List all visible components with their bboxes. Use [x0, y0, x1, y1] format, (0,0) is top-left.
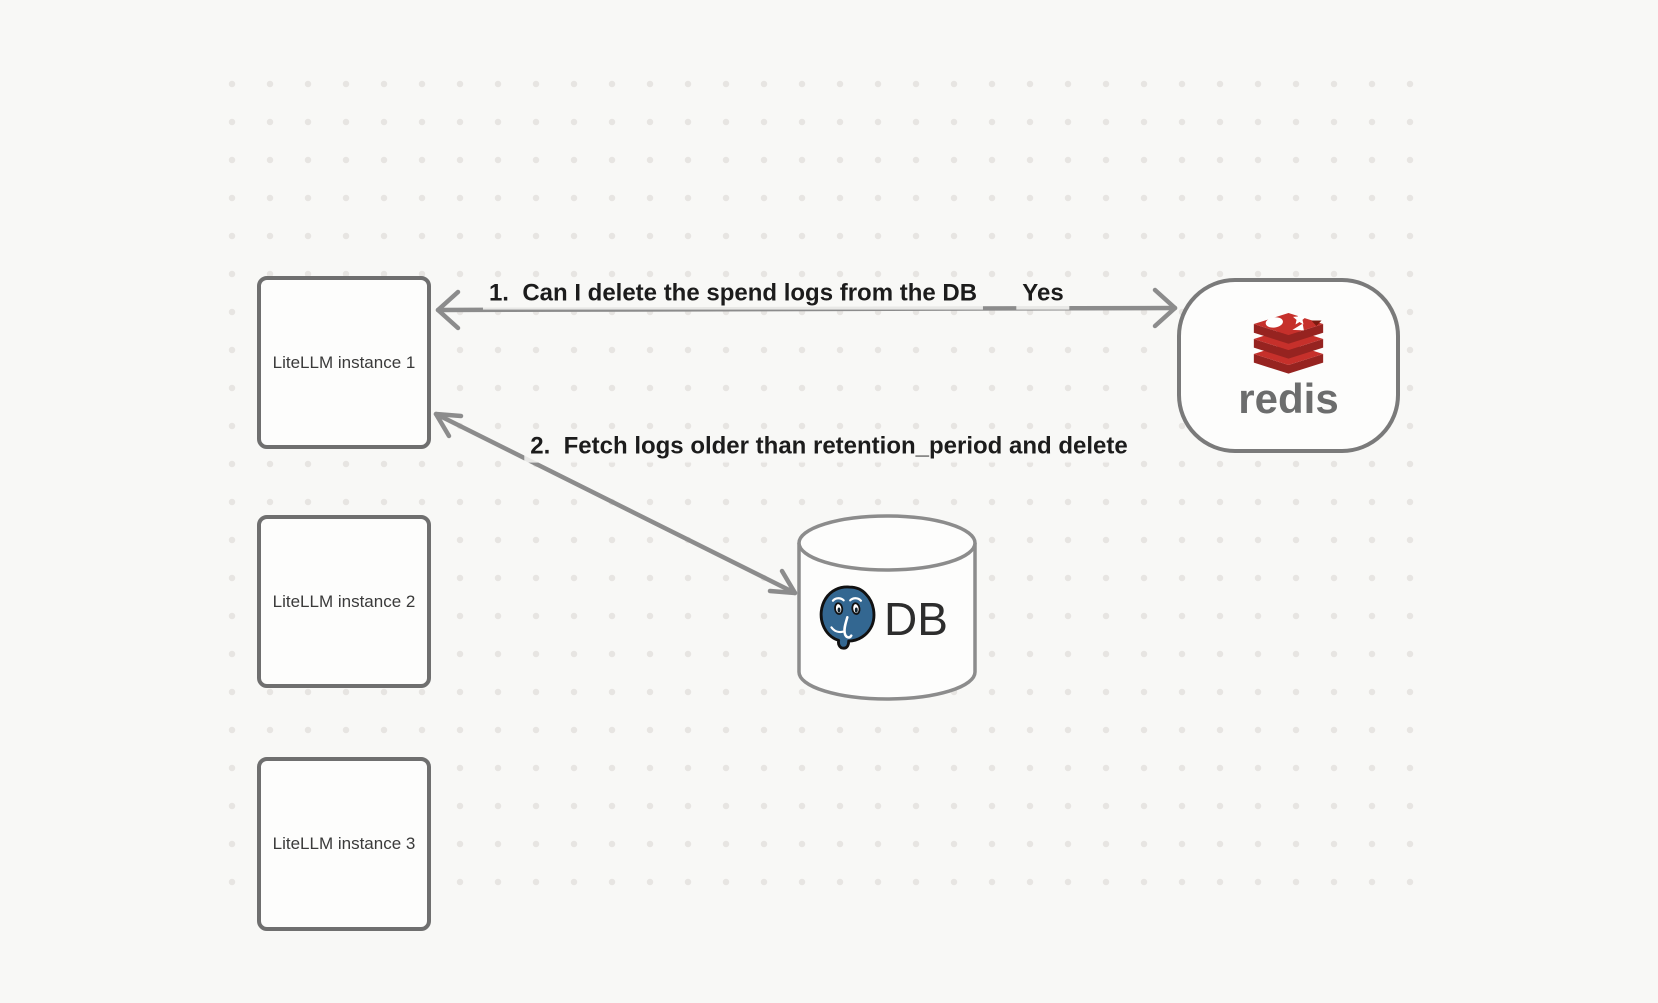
node-litellm-instance-1-label: LiteLLM instance 1	[272, 352, 416, 372]
db-cylinder[interactable]	[795, 512, 979, 703]
edge-label-fetch-logs[interactable]: 2. Fetch logs older than retention_perio…	[524, 431, 1134, 463]
node-litellm-instance-2[interactable]: LiteLLM instance 2	[257, 515, 431, 688]
edge-label-delete-spend-logs[interactable]: 1. Can I delete the spend logs from the …	[482, 278, 984, 310]
redis-logo-icon	[1253, 313, 1324, 374]
postgres-elephant-icon	[819, 585, 876, 650]
redis-wordmark: redis	[1238, 375, 1339, 422]
db-label: DB	[884, 593, 948, 645]
node-redis[interactable]: redis	[1177, 278, 1400, 453]
node-litellm-instance-3[interactable]: LiteLLM instance 3	[257, 757, 431, 931]
node-litellm-instance-2-label: LiteLLM instance 2	[272, 591, 416, 611]
edge-label-yes[interactable]: Yes	[1016, 278, 1070, 310]
arrow-instance1-db[interactable]	[433, 411, 798, 596]
node-litellm-instance-3-label: LiteLLM instance 3	[272, 834, 416, 853]
node-litellm-instance-1[interactable]: LiteLLM instance 1	[257, 276, 431, 449]
